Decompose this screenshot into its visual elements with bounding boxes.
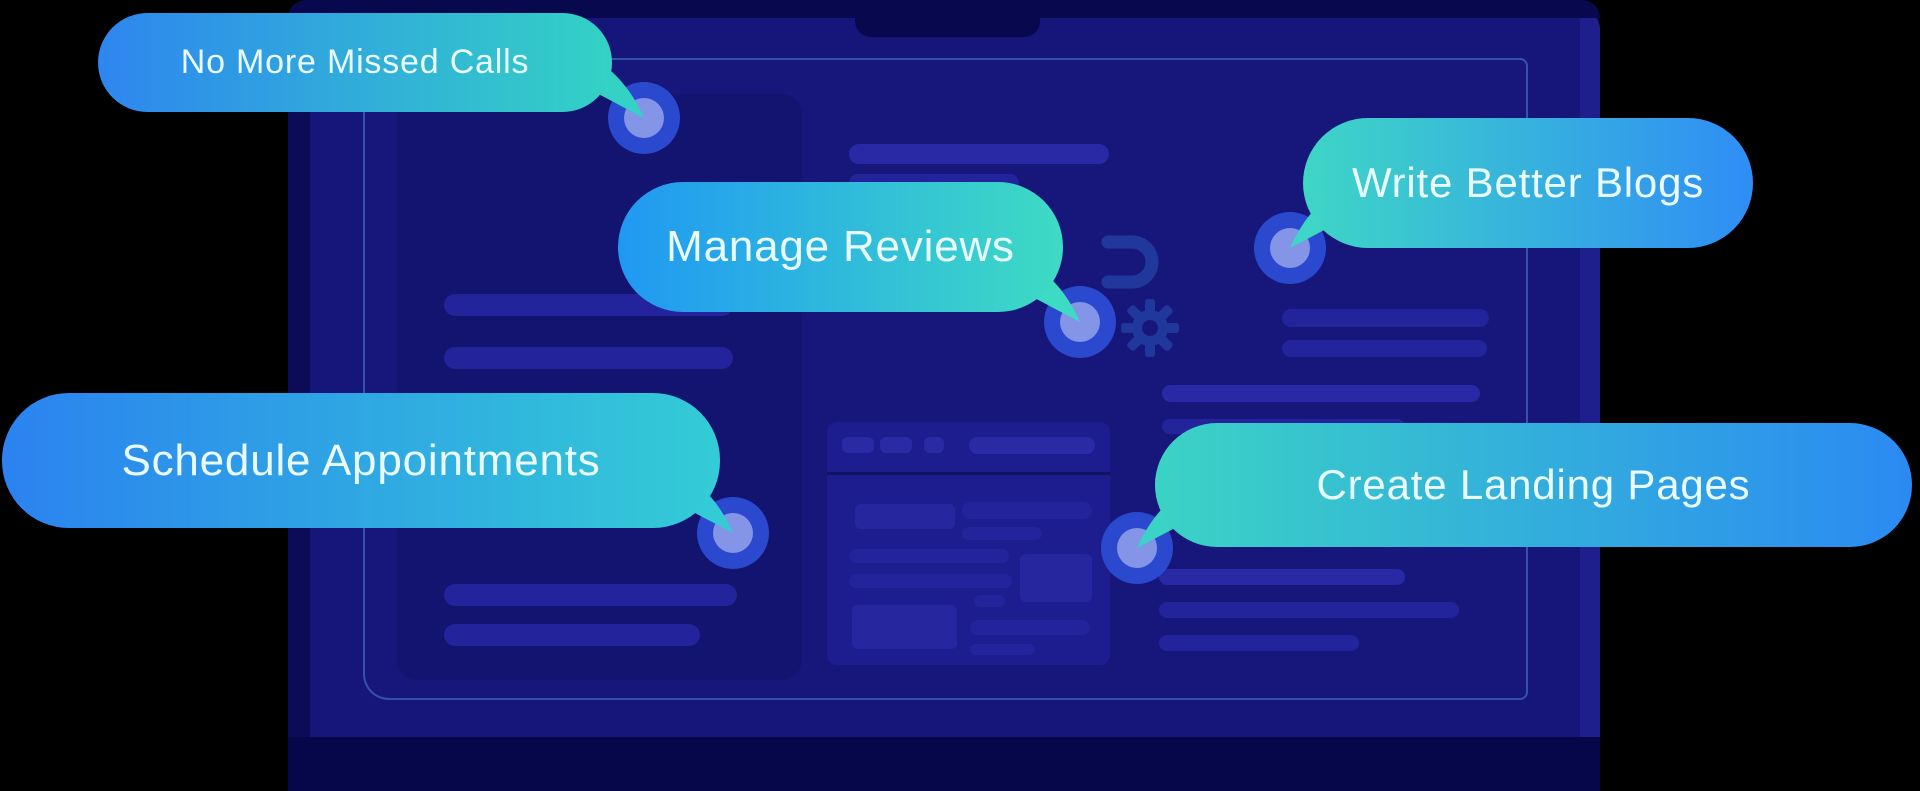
gear-icon [1121,299,1179,357]
placeholder-bar [962,527,1042,540]
placeholder-bar [849,574,1012,588]
placeholder-block [1020,554,1092,602]
placeholder-block [855,504,955,529]
callout-bubble-write-blogs: Write Better Blogs [1303,118,1753,248]
placeholder-bar [1282,309,1489,327]
placeholder-bar [1159,569,1405,585]
callout-label: Create Landing Pages [1316,461,1751,508]
callout-bubble-manage-reviews: Manage Reviews [618,182,1063,312]
placeholder-bar [444,624,700,646]
placeholder-bar [970,644,1035,655]
placeholder-bar [1159,635,1359,651]
card-divider [827,472,1110,475]
callout-label: Manage Reviews [666,222,1015,271]
callout-bubble-landing-pages: Create Landing Pages [1155,423,1912,547]
placeholder-bar [849,549,1009,563]
placeholder-block [852,605,957,649]
placeholder-bar [962,502,1092,519]
callout-label: No More Missed Calls [180,43,530,81]
placeholder-chip [842,437,874,453]
placeholder-bar [970,620,1090,635]
placeholder-bar [1162,385,1480,402]
placeholder-bar [1282,340,1487,357]
placeholder-bar [444,347,733,369]
placeholder-chip [880,437,912,453]
magnet-icon [1101,235,1159,289]
callout-label: Write Better Blogs [1351,159,1705,206]
camera-notch-icon [855,0,1040,37]
placeholder-bar [849,144,1109,164]
callout-bubble-missed-calls: No More Missed Calls [98,13,612,112]
content-card [827,422,1110,665]
placeholder-bar [1159,602,1459,618]
laptop-base [288,737,1600,791]
callout-bubble-schedule: Schedule Appointments [2,393,720,528]
callout-label: Schedule Appointments [121,435,601,485]
placeholder-bar [444,584,737,606]
placeholder-bar [969,437,1095,454]
placeholder-bar [974,595,1005,607]
placeholder-chip [924,437,944,453]
laptop-left-edge [288,16,310,737]
